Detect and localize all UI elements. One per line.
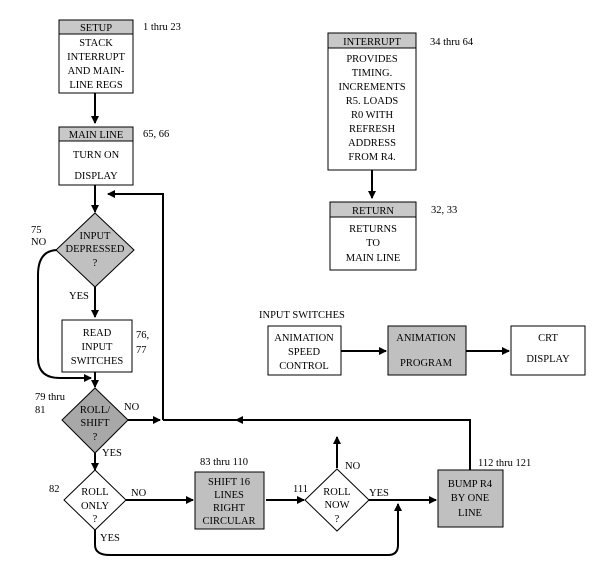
main-line-title: MAIN LINE (69, 130, 124, 141)
read-input-block: READ INPUT SWITCHES 76, 77 (61, 319, 149, 373)
bump-r4-line: LINE (458, 508, 482, 519)
read-input-ref: 76, (136, 330, 149, 341)
return-ref: 32, 33 (431, 205, 457, 216)
connectors (37, 93, 510, 556)
input-depressed-decision: INPUT DEPRESSED ? 75 NO YES (31, 212, 135, 302)
input-switches-heading: INPUT SWITCHES (259, 310, 345, 321)
input-depressed-line: INPUT (80, 231, 112, 242)
roll-now-yes-label: YES (369, 488, 389, 499)
return-title: RETURN (352, 206, 394, 217)
input-depressed-no-label: NO (31, 237, 47, 248)
setup-line: INTERRUPT (67, 52, 125, 63)
input-depressed-ref: 75 (31, 225, 42, 236)
roll-shift-yes-label: YES (102, 448, 122, 459)
roll-now-line: ? (335, 514, 340, 525)
setup-block: SETUP STACK INTERRUPT AND MAIN- LINE REG… (58, 19, 181, 94)
roll-only-yes-label: YES (100, 533, 120, 544)
crt-display-block: CRT DISPLAY (510, 325, 586, 376)
setup-title: SETUP (80, 23, 112, 34)
roll-only-line: ? (93, 514, 98, 525)
roll-now-line: ROLL (323, 487, 350, 498)
bump-r4-ref: 112 thru 121 (478, 458, 531, 469)
shift-16-line: CIRCULAR (202, 516, 255, 527)
input-depressed-yes-label: YES (69, 291, 89, 302)
input-depressed-line: DEPRESSED (66, 244, 125, 255)
read-input-line: SWITCHES (71, 356, 124, 367)
return-line: TO (366, 238, 380, 249)
shift-16-ref: 83 thru 110 (200, 457, 248, 468)
interrupt-block: INTERRUPT PROVIDES TIMING. INCREMENTS R5… (327, 32, 474, 171)
main-line-block: MAIN LINE TURN ON DISPLAY 65, 66 (58, 126, 169, 186)
roll-now-decision: ROLL NOW ? 111 NO YES (293, 461, 389, 532)
input-switches-line: SPEED (288, 347, 321, 358)
bump-r4-line: BUMP R4 (448, 479, 493, 490)
read-input-ref: 77 (136, 345, 147, 356)
shift-16-line: RIGHT (213, 503, 246, 514)
interrupt-line: ADDRESS (348, 138, 396, 149)
return-line: RETURNS (349, 224, 397, 235)
interrupt-line: INCREMENTS (338, 82, 405, 93)
interrupt-title: INTERRUPT (343, 37, 401, 48)
interrupt-ref: 34 thru 64 (430, 37, 474, 48)
roll-only-line: ROLL (81, 487, 108, 498)
roll-shift-no-label: NO (124, 402, 140, 413)
return-line: MAIN LINE (346, 253, 401, 264)
interrupt-line: PROVIDES (346, 54, 398, 65)
bump-r4-line: BY ONE (451, 493, 489, 504)
arrow-bump-to-loop (235, 416, 471, 470)
arrow-roll-only-yes (94, 503, 402, 556)
setup-line: STACK (79, 38, 113, 49)
setup-line: AND MAIN- (68, 66, 125, 77)
crt-display-line: DISPLAY (526, 354, 570, 365)
interrupt-line: R5. LOADS (346, 96, 399, 107)
roll-only-line: ONLY (81, 501, 110, 512)
roll-shift-ref: 81 (35, 405, 46, 416)
interrupt-line: REFRESH (349, 124, 396, 135)
main-line-ref: 65, 66 (143, 129, 169, 140)
roll-now-no-label: NO (345, 461, 361, 472)
bump-r4-block: BUMP R4 BY ONE LINE 112 thru 121 (437, 458, 531, 528)
roll-shift-line: SHIFT (80, 418, 110, 429)
setup-ref: 1 thru 23 (143, 22, 181, 33)
main-line-line: DISPLAY (74, 171, 118, 182)
roll-only-decision: ROLL ONLY ? 82 NO YES (49, 469, 147, 544)
roll-shift-decision: ROLL/ SHIFT ? 79 thru 81 NO YES (35, 387, 140, 459)
input-switches-block: INPUT SWITCHES ANIMATION SPEED CONTROL (259, 310, 345, 376)
arrow-input-no-bypass (37, 249, 92, 382)
roll-shift-line: ? (93, 432, 98, 443)
shift-16-line: LINES (214, 490, 244, 501)
setup-line: LINE REGS (69, 80, 123, 91)
roll-now-line: NOW (324, 500, 349, 511)
arrow-loop-to-main-line (107, 190, 164, 420)
shift-16-line: SHIFT 16 (208, 477, 250, 488)
read-input-line: READ (83, 328, 112, 339)
shift-16-block: SHIFT 16 LINES RIGHT CIRCULAR 83 thru 11… (194, 457, 265, 530)
roll-only-no-label: NO (131, 488, 147, 499)
roll-now-ref: 111 (293, 484, 308, 495)
crt-display-line: CRT (538, 333, 558, 344)
input-depressed-line: ? (93, 258, 98, 269)
roll-only-ref: 82 (49, 484, 60, 495)
animation-program-line: ANIMATION (396, 333, 456, 344)
interrupt-line: FROM R4. (348, 152, 395, 163)
interrupt-line: TIMING. (352, 68, 393, 79)
roll-shift-line: ROLL/ (80, 405, 110, 416)
read-input-line: INPUT (82, 342, 114, 353)
input-switches-line: CONTROL (279, 361, 329, 372)
animation-program-block: ANIMATION PROGRAM (387, 325, 467, 376)
input-switches-line: ANIMATION (274, 333, 334, 344)
roll-shift-ref: 79 thru (35, 392, 66, 403)
return-block: RETURN RETURNS TO MAIN LINE 32, 33 (329, 201, 457, 271)
interrupt-line: R0 WITH (351, 110, 394, 121)
animation-program-line: PROGRAM (400, 358, 453, 369)
main-line-line: TURN ON (73, 150, 120, 161)
